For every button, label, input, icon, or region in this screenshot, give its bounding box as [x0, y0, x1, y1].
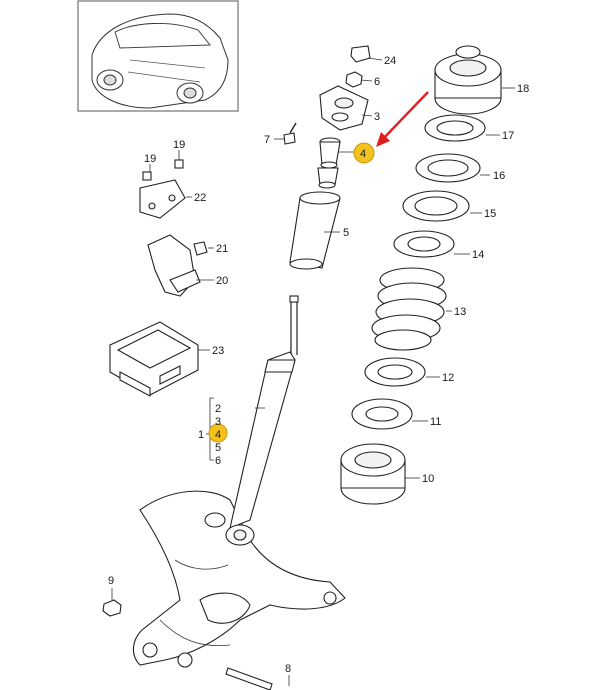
label-22: 22	[194, 192, 206, 204]
stud-8	[225, 667, 273, 690]
spring-seat-14	[393, 230, 455, 258]
nut-9	[102, 599, 122, 617]
bump-stop-buffer	[317, 137, 341, 189]
label-19-left: 19	[144, 153, 156, 165]
ring-17	[424, 114, 486, 142]
label-list-3: 3	[215, 416, 221, 428]
spring-seat-11	[351, 398, 413, 430]
label-18: 18	[517, 83, 529, 95]
vehicle-thumbnail	[77, 0, 239, 112]
bracket-20	[147, 234, 201, 297]
label-20: 20	[216, 275, 228, 287]
label-8: 8	[285, 663, 291, 675]
label-7: 7	[264, 134, 270, 146]
label-10: 10	[422, 473, 434, 485]
label-9: 9	[108, 575, 114, 587]
spring-support-18	[434, 45, 502, 115]
label-19-right: 19	[173, 139, 185, 151]
label-6: 6	[374, 76, 380, 88]
label-list-5: 5	[215, 442, 221, 454]
cap	[350, 45, 371, 63]
label-11: 11	[430, 416, 441, 428]
coil-spring-13	[371, 267, 447, 351]
label-15: 15	[484, 208, 496, 220]
label-17: 17	[502, 130, 514, 142]
label-12: 12	[442, 372, 454, 384]
label-list-2: 2	[215, 403, 221, 415]
label-list-4: 4	[215, 429, 221, 441]
spring-seat-12	[364, 357, 426, 387]
highlight-badge-4-main	[353, 142, 375, 164]
label-16: 16	[493, 170, 505, 182]
shock-absorber	[225, 295, 299, 546]
control-unit-23	[109, 321, 199, 397]
label-14: 14	[472, 249, 484, 261]
top-nut	[345, 71, 363, 88]
red-arrow	[376, 91, 429, 147]
nut-21	[193, 241, 208, 256]
spring-plate-10	[340, 443, 406, 505]
bolt-7	[283, 122, 297, 145]
part-labels: 24 6 3 4 5 7 18 17 16 15 14 13 12 11 10 …	[108, 55, 529, 675]
label-1: 1	[198, 429, 204, 441]
top-mount	[319, 85, 369, 131]
highlight-badge-4-list	[208, 423, 228, 443]
ring-16	[415, 153, 481, 183]
ring-15	[402, 190, 470, 222]
label-24: 24	[384, 55, 396, 67]
bracket-22	[139, 179, 186, 219]
label-21: 21	[216, 243, 228, 255]
label-13: 13	[454, 306, 466, 318]
label-5: 5	[343, 227, 349, 239]
label-23: 23	[212, 345, 224, 357]
label-3: 3	[374, 111, 380, 123]
label-4: 4	[360, 148, 366, 160]
label-list-6: 6	[215, 455, 221, 467]
protective-tube	[289, 191, 341, 270]
rear-axle-carrier	[132, 490, 346, 668]
